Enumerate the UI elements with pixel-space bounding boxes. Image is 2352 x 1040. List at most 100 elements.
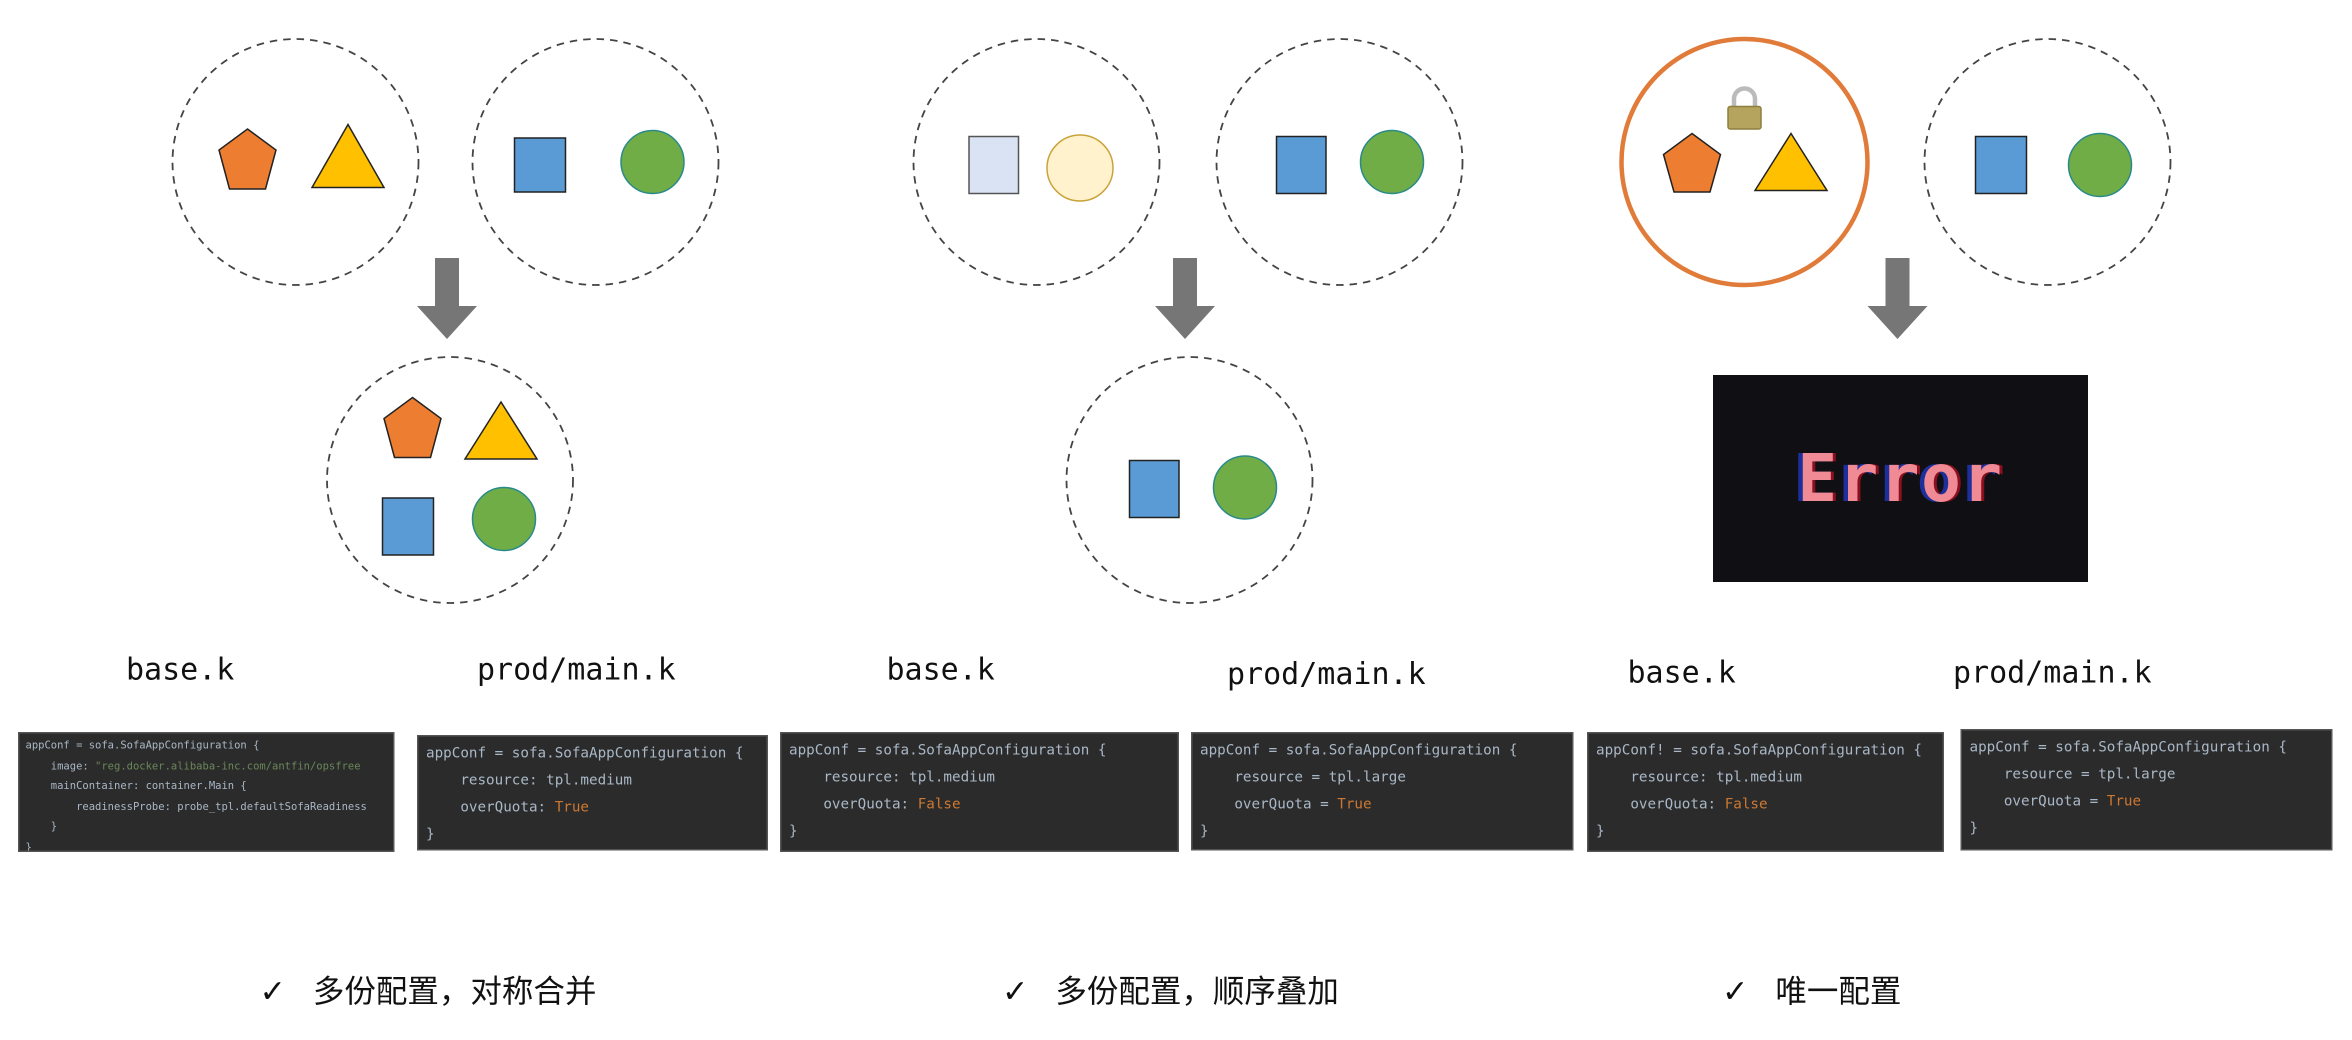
triangle-shape <box>463 400 539 460</box>
circle-shape <box>471 486 537 552</box>
code-block: appConf = sofa.SofaAppConfiguration { im… <box>18 732 395 852</box>
caption: ✓ 多份配置，顺序叠加 <box>1002 968 1339 1013</box>
code-line: } <box>1200 819 1565 846</box>
code-literal: False <box>917 796 961 814</box>
code-literal: False <box>1724 796 1768 814</box>
code-text: } <box>1969 820 1979 838</box>
code-text: overQuota: <box>426 799 555 817</box>
base-config-circle <box>171 38 420 286</box>
code-line: overQuota = True <box>1970 789 2324 816</box>
locked-base-config-circle <box>1619 36 1870 288</box>
code-line: appConf = sofa.SofaAppConfiguration { <box>789 738 1170 765</box>
code-line: appConf = sofa.SofaAppConfiguration { <box>426 741 759 768</box>
code-string: "reg.docker.alibaba-inc.com/antfin/opsfr… <box>95 759 361 772</box>
code-block: appConf = sofa.SofaAppConfiguration { re… <box>780 732 1179 852</box>
pentagon-shape <box>383 396 442 459</box>
code-line: overQuota = True <box>1200 792 1565 819</box>
code-text: resource = tpl.large <box>1200 769 1406 787</box>
code-text: appConf! = sofa.SofaAppConfiguration { <box>1596 742 1923 760</box>
check-icon: ✓ <box>259 973 286 1010</box>
circle-shape <box>1212 455 1278 520</box>
pale-circle-shape <box>1046 134 1114 202</box>
code-block: appConf = sofa.SofaAppConfiguration { re… <box>1191 732 1574 851</box>
lock-icon <box>1727 86 1762 130</box>
code-text: overQuota: <box>1596 796 1725 814</box>
square-shape <box>1974 135 2028 195</box>
code-line: resource = tpl.large <box>1970 762 2324 789</box>
check-icon: ✓ <box>1722 973 1749 1010</box>
code-line: readinessProbe: probe_tpl.defaultSofaRea… <box>26 797 388 817</box>
code-line: } <box>426 822 759 849</box>
code-text: overQuota = <box>1969 793 2107 811</box>
code-line: appConf! = sofa.SofaAppConfiguration { <box>1596 738 1935 765</box>
circle-shape <box>2067 132 2133 198</box>
code-line: appConf = sofa.SofaAppConfiguration { <box>1970 735 2324 762</box>
code-text: appConf = sofa.SofaAppConfiguration { <box>1969 739 2287 757</box>
code-text: } <box>1200 823 1209 841</box>
error-panel: Error <box>1713 375 2088 582</box>
code-line: appConf = sofa.SofaAppConfiguration { <box>26 737 388 757</box>
code-line: image: "reg.docker.alibaba-inc.com/antfi… <box>26 757 388 777</box>
code-text: } <box>789 823 798 841</box>
circle-shape <box>1359 129 1425 195</box>
merge-arrow-icon <box>417 258 477 339</box>
code-text: resource: tpl.medium <box>789 769 995 787</box>
code-text: overQuota: <box>789 796 918 814</box>
code-line: resource: tpl.medium <box>426 768 759 795</box>
result-config-circle <box>1065 356 1314 604</box>
prod-file-label: prod/main.k <box>1227 655 1426 692</box>
code-text: appConf = sofa.SofaAppConfiguration { <box>25 739 260 752</box>
code-text: resource = tpl.large <box>1969 766 2176 784</box>
code-text: } <box>1596 823 1605 841</box>
code-text: appConf = sofa.SofaAppConfiguration { <box>1200 742 1518 760</box>
pentagon-shape <box>218 128 277 190</box>
merged-config-circle <box>326 356 574 604</box>
check-icon: ✓ <box>1002 973 1029 1010</box>
code-line: resource: tpl.medium <box>789 765 1170 792</box>
code-text: appConf = sofa.SofaAppConfiguration { <box>426 745 744 763</box>
code-text: resource: tpl.medium <box>1596 769 1802 787</box>
caption: ✓ 多份配置，对称合并 <box>260 968 597 1013</box>
base-file-label: base.k <box>126 651 235 687</box>
triangle-shape <box>310 122 386 189</box>
base-file-label: base.k <box>886 651 995 687</box>
base-file-label: base.k <box>1627 654 1736 690</box>
code-line: resource = tpl.large <box>1200 765 1565 792</box>
code-text: } <box>426 826 435 844</box>
pentagon-shape <box>1662 132 1722 193</box>
square-shape <box>1128 459 1180 519</box>
code-block: appConf! = sofa.SofaAppConfiguration { r… <box>1587 732 1944 852</box>
prod-file-label: prod/main.k <box>1953 654 2152 690</box>
code-line: } <box>26 818 388 838</box>
code-text: } <box>25 840 32 852</box>
code-literal: True <box>2106 793 2142 811</box>
caption: ✓ 唯一配置 <box>1722 968 1901 1013</box>
code-block: appConf = sofa.SofaAppConfiguration { re… <box>1960 729 2333 851</box>
code-text: readinessProbe: probe_tpl.defaultSofaRea… <box>25 800 367 813</box>
pale-square-shape <box>968 135 1020 195</box>
prod-config-circle <box>1923 38 2172 286</box>
caption-text: 唯一配置 <box>1775 973 1902 1010</box>
code-text: mainContainer: container.Main { <box>25 780 247 792</box>
code-literal: True <box>554 799 590 817</box>
triangle-shape <box>1753 132 1829 192</box>
prod-config-circle <box>471 38 720 286</box>
code-line: } <box>1970 816 2324 843</box>
prod-config-circle <box>1215 38 1464 286</box>
code-line: appConf = sofa.SofaAppConfiguration { <box>1200 738 1565 765</box>
code-line: } <box>25 838 388 852</box>
square-shape <box>513 137 567 193</box>
code-text: } <box>25 820 58 833</box>
square-shape <box>381 497 435 556</box>
code-literal: True <box>1337 796 1372 814</box>
code-text: overQuota = <box>1200 796 1338 814</box>
caption-text: 多份配置，对称合并 <box>312 973 597 1010</box>
code-line: } <box>789 819 1170 846</box>
caption-text: 多份配置，顺序叠加 <box>1055 973 1339 1010</box>
code-text: appConf = sofa.SofaAppConfiguration { <box>789 742 1107 760</box>
base-config-circle <box>912 38 1161 286</box>
code-line: overQuota: True <box>426 795 759 822</box>
code-line: overQuota: False <box>1596 792 1935 819</box>
